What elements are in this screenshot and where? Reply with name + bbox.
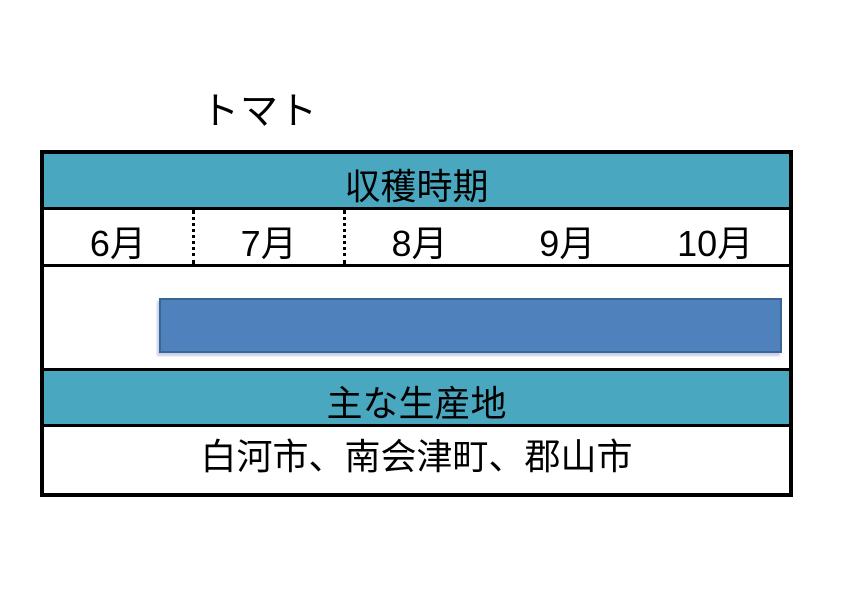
month-cell-october: 10月	[641, 210, 789, 264]
harvest-bar-row	[44, 267, 789, 371]
month-label: 9月	[539, 223, 596, 265]
production-section-header: 主な生産地	[44, 371, 789, 427]
harvest-section-header-label: 収穫時期	[344, 166, 489, 208]
month-cell-august: 8月	[346, 210, 494, 264]
production-areas-label: 白河市、南会津町、郡山市	[200, 436, 633, 478]
chart-title: トマト	[201, 91, 319, 133]
month-cell-june: 6月	[44, 210, 195, 264]
month-cell-september: 9月	[493, 210, 641, 264]
month-cell-july: 7月	[195, 210, 346, 264]
calendar-table: 収穫時期 6月 7月 8月 9月 10月 主な生産地	[40, 150, 793, 497]
production-areas-row: 白河市、南会津町、郡山市	[44, 427, 789, 493]
month-axis-row: 6月 7月 8月 9月 10月	[44, 210, 789, 267]
month-label: 7月	[240, 223, 297, 265]
production-section-header-label: 主な生産地	[326, 383, 507, 425]
month-label: 6月	[89, 223, 146, 265]
month-label: 8月	[391, 223, 448, 265]
month-label: 10月	[677, 223, 754, 265]
harvest-period-bar	[158, 298, 782, 353]
harvest-section-header: 収穫時期	[44, 154, 789, 210]
